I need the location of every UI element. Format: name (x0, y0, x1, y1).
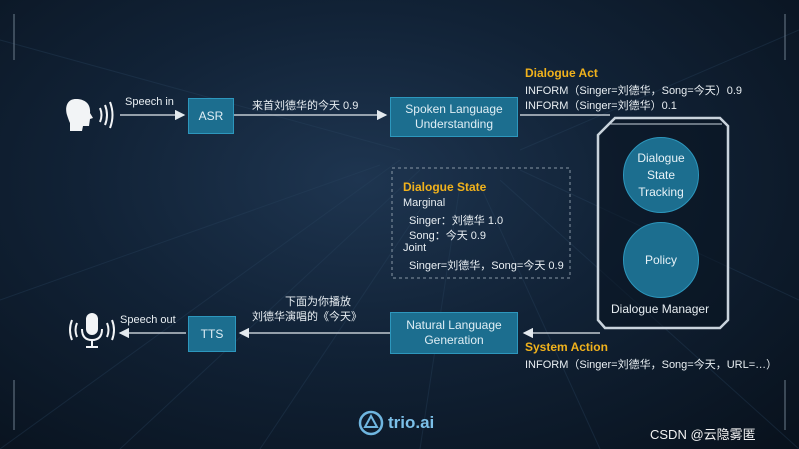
dialogue-state-line-2: Singer：刘德华 1.0 (409, 215, 504, 227)
dialogue-act-title: Dialogue Act (525, 66, 598, 80)
asr-label: ASR (198, 108, 224, 123)
policy-label: Policy (644, 252, 677, 267)
watermark: CSDN @云隐雾匿 (650, 427, 756, 442)
asr-output-text: 来首刘德华的今天 0.9 (252, 100, 359, 112)
dst-line-1: Dialogue (637, 150, 685, 165)
slu-label-line2: Understanding (414, 117, 494, 131)
dialogue-state-line-1: Marginal (403, 197, 446, 209)
system-action-line: INFORM（Singer=刘德华，Song=今天，URL=…） (525, 359, 778, 371)
dialogue-state-line-5: Singer=刘德华，Song=今天 0.9 (409, 260, 564, 272)
trio-logo-icon (358, 410, 384, 436)
dst-line-3: Tracking (638, 184, 684, 199)
dialogue-act-line-1: INFORM（Singer=刘德华，Song=今天）0.9 (525, 85, 743, 97)
tts-input-line-1: 下面为你播放 (285, 296, 351, 308)
head-speaking-icon (66, 99, 114, 131)
dialogue-state-title: Dialogue State (403, 180, 487, 194)
logo-text: trio.ai (388, 413, 435, 432)
microphone-icon (69, 313, 115, 348)
nlg-label-line1: Natural Language (406, 318, 502, 332)
dialogue-state-tracking-circle: Dialogue State Tracking (623, 137, 699, 213)
dialogue-state-line-3: Song：今天 0.9 (409, 230, 487, 242)
nlg-box: Natural Language Generation (390, 312, 518, 354)
speech-in-label: Speech in (125, 96, 174, 108)
tts-label: TTS (200, 326, 224, 341)
policy-circle: Policy (623, 222, 699, 298)
dialogue-act-line-2: INFORM（Singer=刘德华）0.1 (525, 100, 677, 112)
speech-out-label: Speech out (120, 314, 176, 326)
system-action-title: System Action (525, 340, 608, 354)
tts-box: TTS (188, 316, 236, 352)
tts-input-line-2: 刘德华演唱的《今天》 (252, 311, 362, 323)
dst-line-2: State (646, 167, 676, 182)
nlg-label-line2: Generation (424, 333, 484, 347)
slu-box: Spoken Language Understanding (390, 97, 518, 137)
dialogue-state-line-4: Joint (403, 242, 427, 254)
asr-box: ASR (188, 98, 234, 134)
slu-label-line1: Spoken Language (405, 102, 503, 116)
dialogue-manager-label: Dialogue Manager (611, 302, 710, 316)
